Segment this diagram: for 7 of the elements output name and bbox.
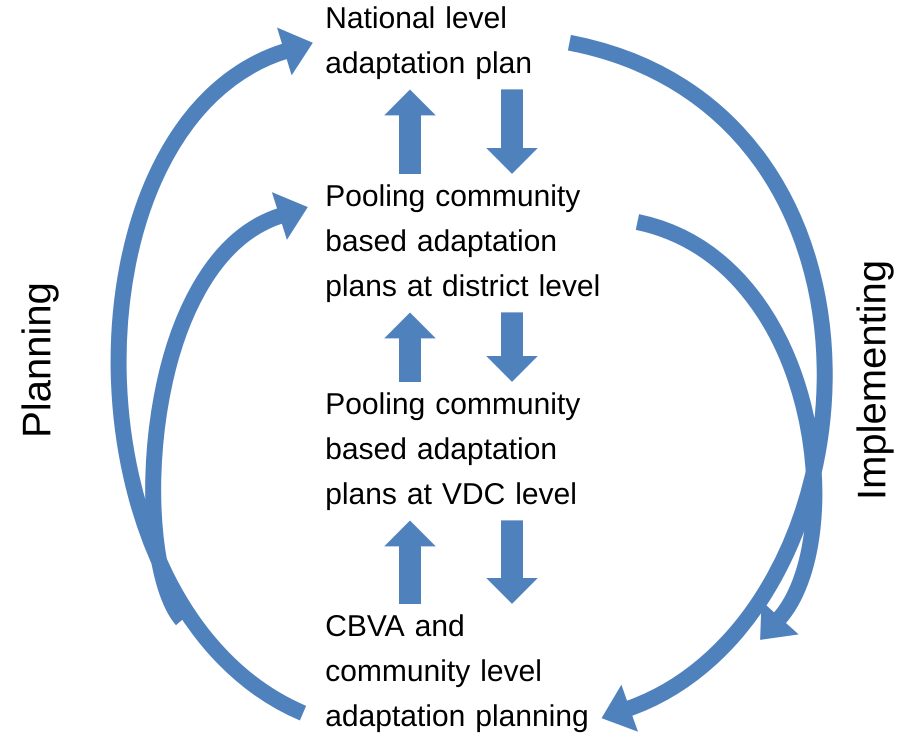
level-text: National level adaptation plan (326, 6, 530, 80)
level-text: Pooling community based adaptation plans at VDC level (327, 392, 580, 510)
curved-arrow (566, 35, 832, 732)
level-text: CBVA and community level adaptation planning (326, 614, 587, 732)
side-label: Implementing (856, 262, 894, 496)
side-label: Planning (21, 284, 59, 435)
level-text: Pooling community based adaptation plans at district level (327, 184, 598, 302)
